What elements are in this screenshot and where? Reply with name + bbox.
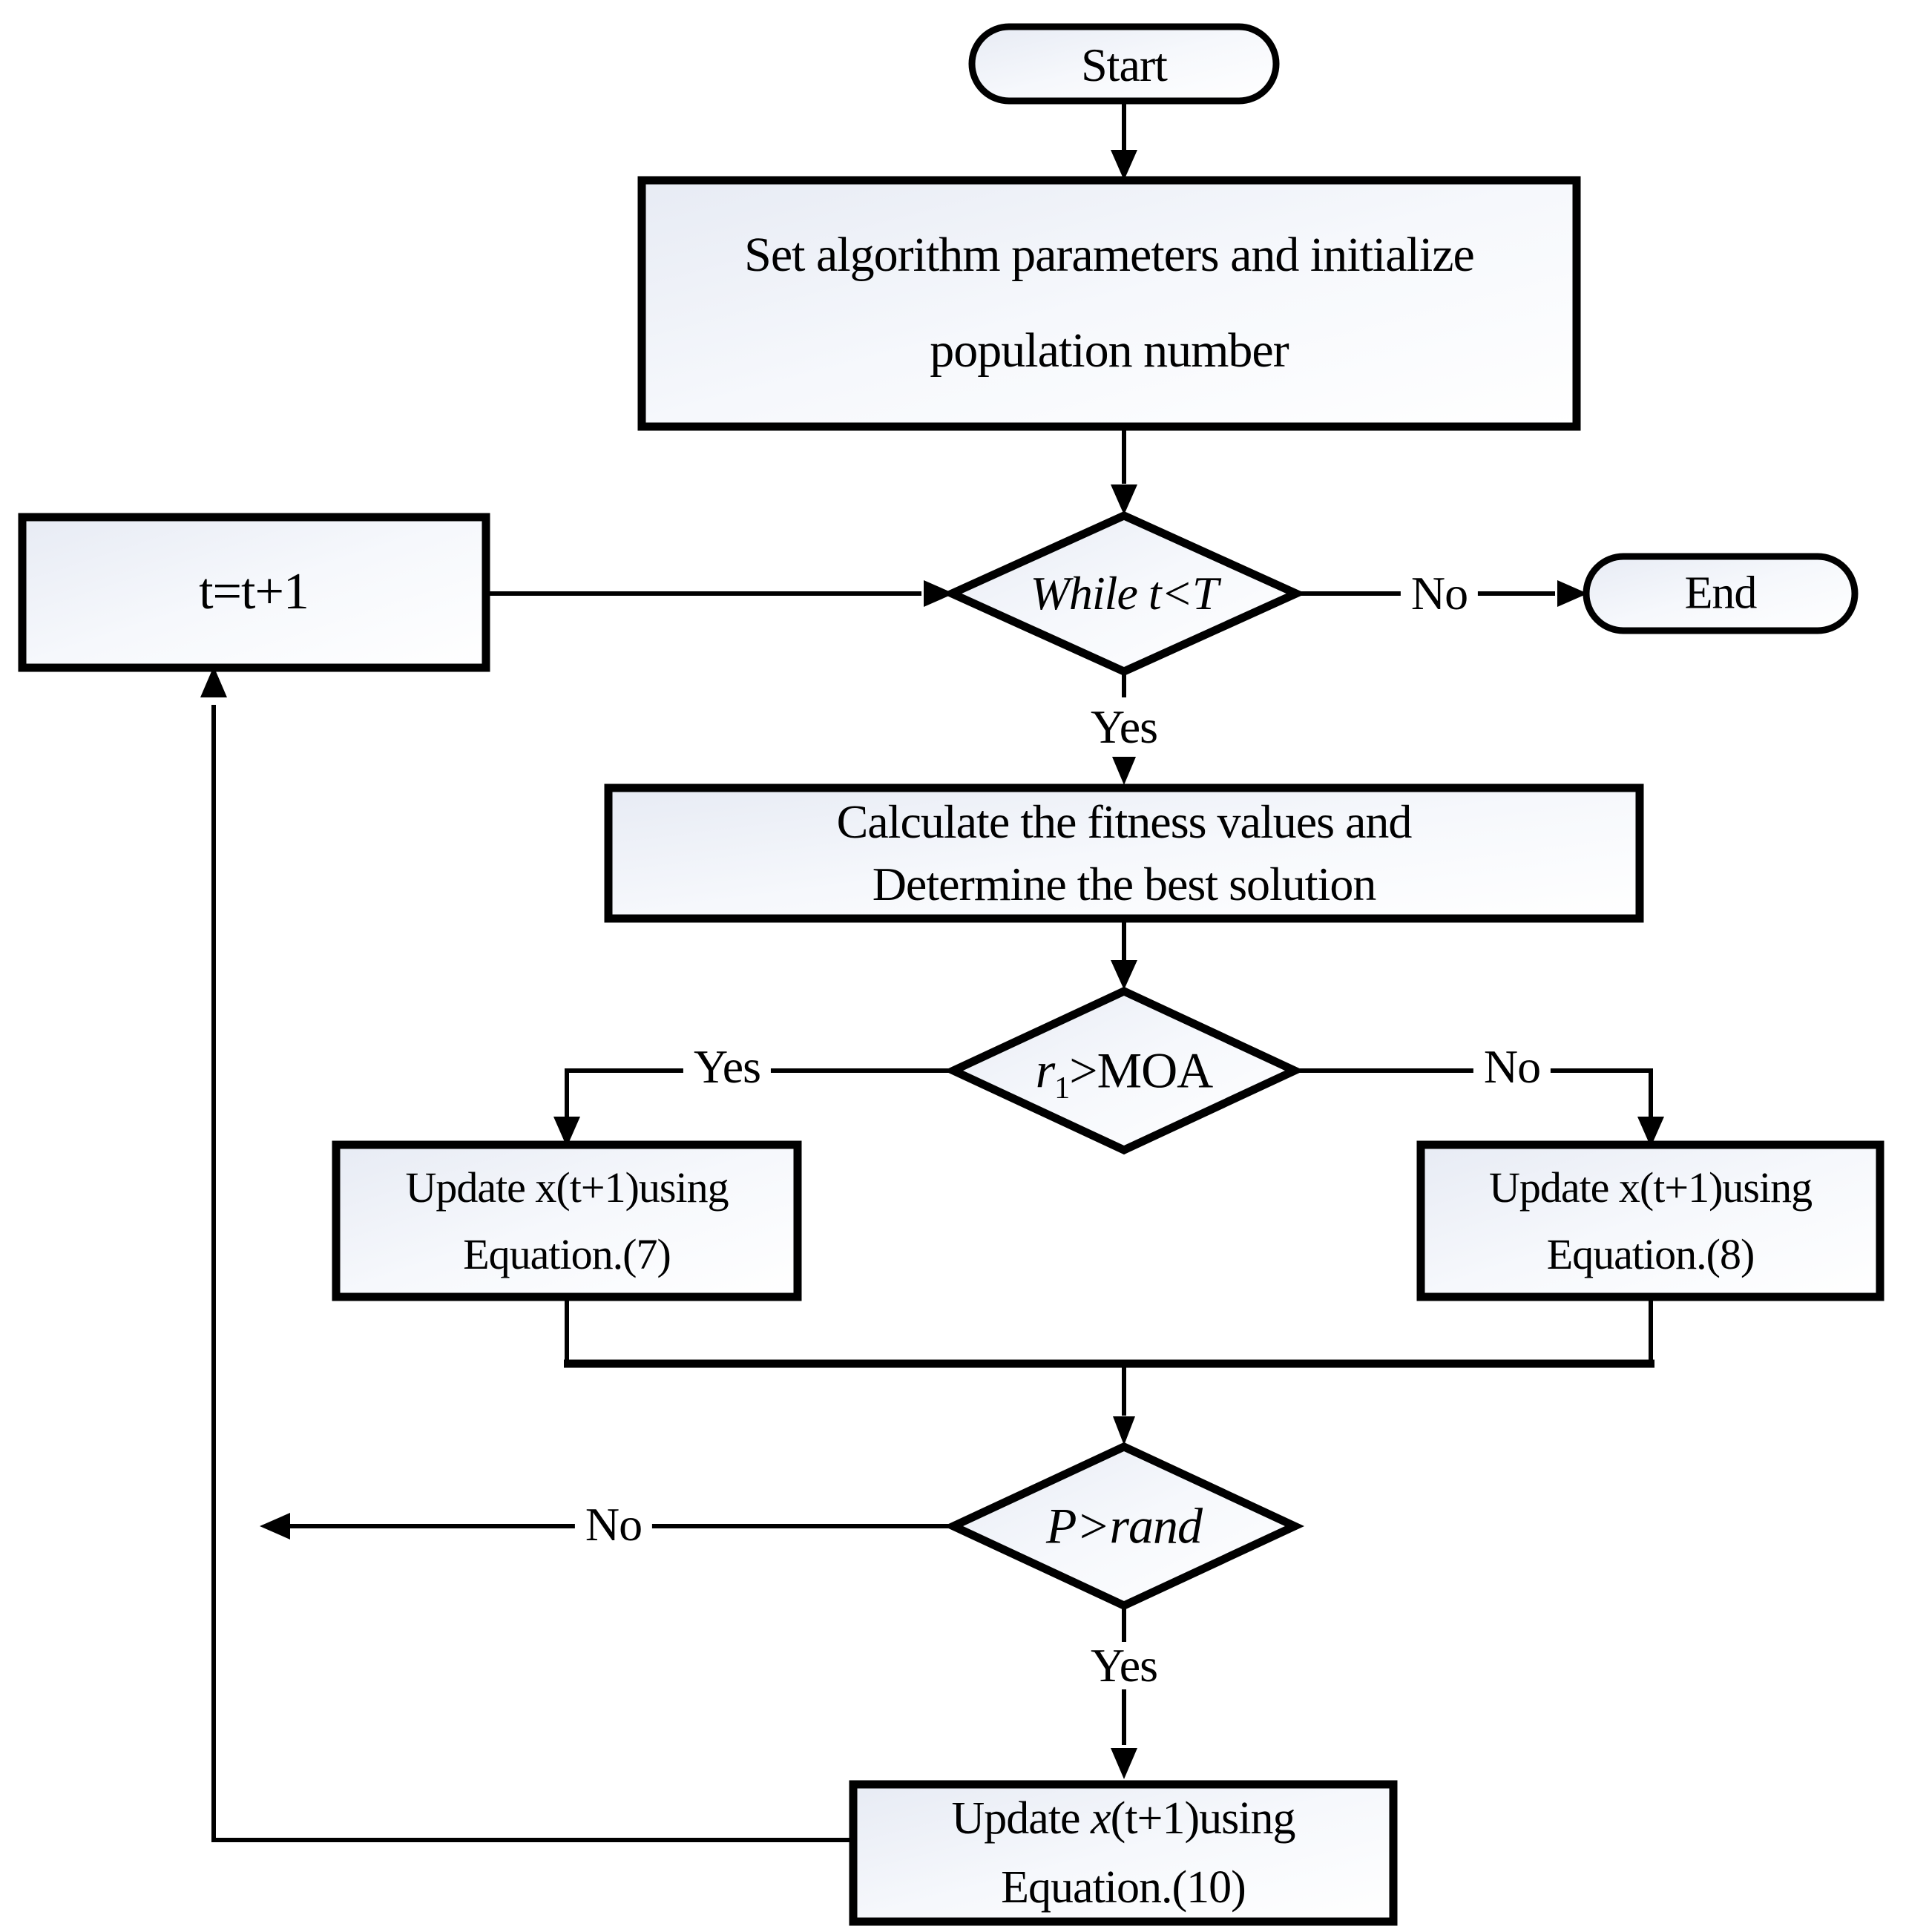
arrowhead-increment-to-while-icon xyxy=(924,580,954,607)
update-eq10-process-shape xyxy=(849,1780,1398,1926)
while-condition-label: While t<T xyxy=(1030,567,1219,620)
increment-process-shape xyxy=(18,513,490,672)
while-decision-shape xyxy=(942,510,1307,677)
edge-r1-no-to-eq8 xyxy=(1295,1068,1653,1117)
arrowhead-into-eq8-icon xyxy=(1637,1117,1664,1147)
while-no-label: No xyxy=(1400,570,1479,617)
arrowhead-into-eq10-icon xyxy=(1111,1748,1137,1779)
start-terminator-shape xyxy=(968,23,1280,105)
init-label-line2: population number xyxy=(930,323,1289,378)
arrowheads xyxy=(200,150,1664,1779)
arrowhead-into-while-icon xyxy=(1111,484,1137,515)
arrowhead-prand-no-left-icon xyxy=(260,1513,290,1540)
r1-rest: >MOA xyxy=(1069,1042,1213,1099)
end-label: End xyxy=(1684,568,1758,619)
r1-subscript: 1 xyxy=(1054,1071,1070,1106)
r1-no-label: No xyxy=(1473,1043,1551,1091)
init-process-shape xyxy=(637,176,1581,431)
p-rand-condition-label: P>rand xyxy=(1046,1497,1203,1554)
update-eq10-line2: Equation.(10) xyxy=(1001,1862,1246,1913)
arrowhead-into-init-icon xyxy=(1111,150,1137,180)
init-label: Set algorithm parameters and initialize … xyxy=(642,180,1577,427)
arrowhead-into-increment-icon xyxy=(200,666,227,697)
update-eq7-label: Update x(t+1)using Equation.(7) xyxy=(336,1145,798,1297)
update-eq10-suffix: (t+1)using xyxy=(1110,1793,1296,1844)
update-eq7-line1: Update x(t+1)using xyxy=(405,1163,729,1212)
p-rand-decision-shape xyxy=(943,1442,1305,1611)
update-eq10-label: Update x(t+1)using Equation.(10) xyxy=(853,1784,1393,1922)
r1-yes-label: Yes xyxy=(683,1043,772,1091)
connector-lines xyxy=(211,101,1654,1842)
arrowhead-into-eq7-icon xyxy=(553,1117,580,1147)
start-label: Start xyxy=(1081,39,1168,91)
r1-var: r xyxy=(1035,1042,1055,1099)
p-rand-no-label: No xyxy=(574,1501,653,1548)
arrowhead-into-end-icon xyxy=(1557,580,1588,607)
calculate-label: Calculate the fitness values and Determi… xyxy=(608,788,1640,919)
while-yes-label: Yes xyxy=(1079,703,1169,751)
edge-eq10-loop-to-increment xyxy=(211,705,853,1842)
arrowhead-into-r1-icon xyxy=(1111,960,1137,990)
end-terminator-shape xyxy=(1583,553,1859,634)
init-label-line1: Set algorithm parameters and initialize xyxy=(744,228,1475,283)
calculate-label-line1: Calculate the fitness values and xyxy=(836,795,1413,848)
update-eq8-line1: Update x(t+1)using xyxy=(1488,1163,1813,1212)
calculate-label-line2: Determine the best solution xyxy=(872,858,1377,910)
update-eq8-label: Update x(t+1)using Equation.(8) xyxy=(1421,1145,1880,1297)
r1-moa-condition-label: r1>MOA xyxy=(1035,1042,1214,1104)
p-rand-yes-label: Yes xyxy=(1079,1642,1169,1689)
update-eq10-var: x xyxy=(1091,1793,1111,1844)
r1-moa-decision-shape xyxy=(943,986,1305,1155)
calculate-process-shape xyxy=(604,783,1644,923)
update-eq8-process-shape xyxy=(1416,1140,1884,1301)
arrowhead-into-calculate-icon xyxy=(1112,757,1136,785)
arrowhead-into-prand-icon xyxy=(1113,1416,1135,1445)
update-eq7-process-shape xyxy=(332,1140,802,1301)
update-eq10-line1: Update x(t+1)using xyxy=(951,1784,1296,1853)
update-eq7-line2: Equation.(7) xyxy=(463,1229,671,1278)
edge-r1-yes-to-eq7 xyxy=(565,1068,953,1117)
update-eq10-prefix: Update xyxy=(951,1793,1091,1844)
update-eq8-line2: Equation.(8) xyxy=(1546,1229,1755,1278)
increment-label: t=t+1 xyxy=(199,563,309,620)
